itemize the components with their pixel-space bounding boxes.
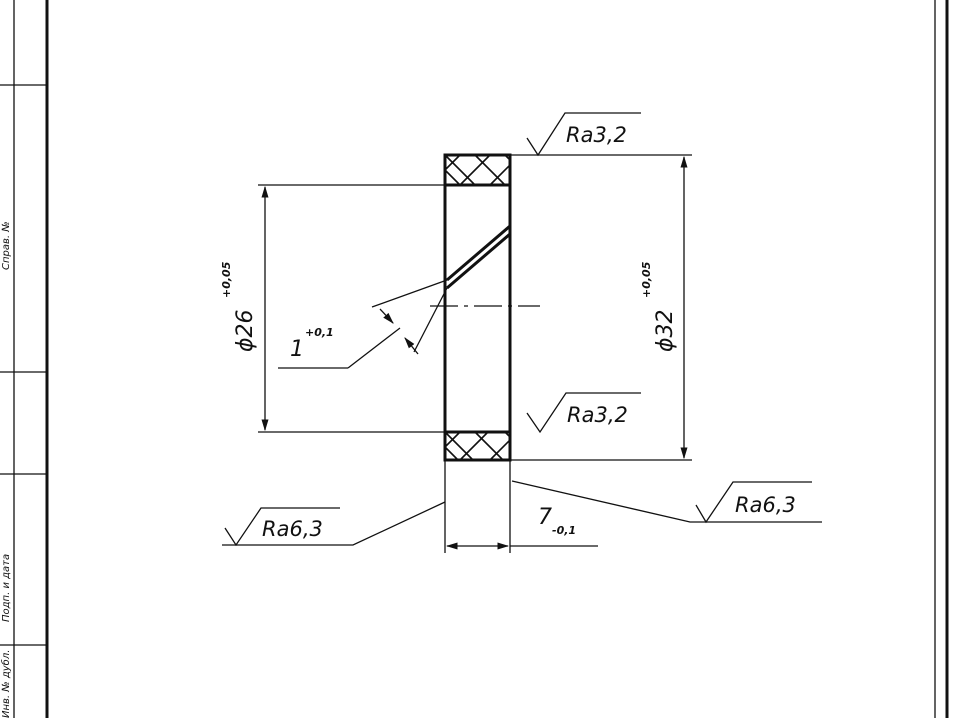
roughness-right-value: Ra6,3 xyxy=(735,493,796,517)
diagonal-slot xyxy=(446,224,511,290)
outer-diameter-dimension: ϕ32 +0,05 xyxy=(510,154,692,461)
top-hatching xyxy=(444,154,511,186)
roughness-left: Ra6,3 xyxy=(222,501,446,547)
slot-width-tolerance: +0,1 xyxy=(305,326,334,339)
side-label-dup: Инв. № дубл. xyxy=(0,650,12,718)
inner-diameter-value: ϕ26 xyxy=(233,309,258,352)
roughness-inner-value: Ra3,2 xyxy=(567,403,628,427)
ring-section xyxy=(430,153,540,462)
roughness-top: Ra3,2 xyxy=(526,112,641,157)
slot-width-dimension: 1 +0,1 xyxy=(278,279,448,369)
thickness-dimension: 7 -0,1 xyxy=(444,460,598,553)
thickness-tolerance: -0,1 xyxy=(552,524,576,537)
roughness-right: Ra6,3 xyxy=(511,480,822,524)
outer-diameter-value: ϕ32 xyxy=(653,309,678,352)
side-label-ref: Справ. № xyxy=(1,221,12,270)
outer-diameter-tolerance: +0,05 xyxy=(640,261,653,298)
side-label-sign: Подп. и дата xyxy=(1,554,12,622)
bottom-hatching xyxy=(444,431,511,461)
slot-width-value: 1 xyxy=(290,337,304,362)
roughness-inner: Ra3,2 xyxy=(526,392,641,434)
sheet-frame xyxy=(13,0,949,718)
side-title-strip: Справ. № Подп. и дата Инв. № дубл. xyxy=(0,84,47,718)
roughness-left-value: Ra6,3 xyxy=(262,517,323,541)
roughness-top-value: Ra3,2 xyxy=(566,123,627,147)
thickness-value: 7 xyxy=(538,505,552,530)
inner-diameter-dimension: ϕ26 +0,05 xyxy=(220,184,445,433)
inner-diameter-tolerance: +0,05 xyxy=(220,261,233,298)
